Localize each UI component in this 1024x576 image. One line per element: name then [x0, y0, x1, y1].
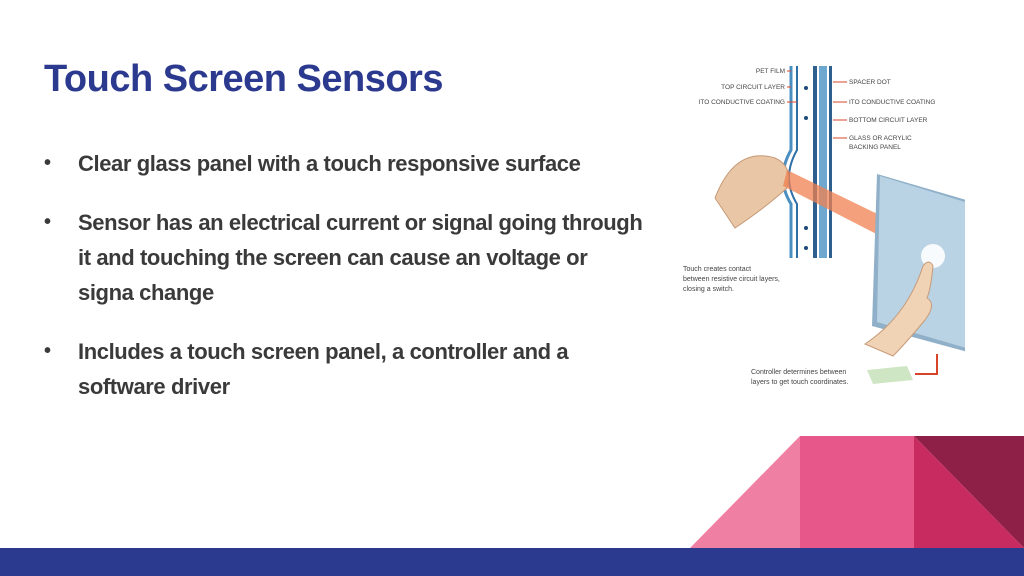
deco-triangle-mid: [914, 436, 1024, 548]
label-touch-3: closing a switch.: [683, 286, 734, 293]
diagram-svg: PET FILM TOP CIRCUIT LAYER ITO CONDUCTIV…: [683, 66, 994, 386]
bullet-text: Sensor has an electrical current or sign…: [78, 210, 643, 305]
touch-screen-diagram: PET FILM TOP CIRCUIT LAYER ITO CONDUCTIV…: [675, 58, 994, 398]
label-touch-1: Touch creates contact: [683, 266, 751, 273]
bullet-dot: •: [44, 340, 51, 362]
finger-shape: [714, 155, 789, 229]
label-pet-film: PET FILM: [756, 68, 785, 75]
label-spacer-dot: SPACER DOT: [849, 79, 891, 86]
label-glass-2: BACKING PANEL: [849, 144, 901, 151]
bullet-dot: •: [44, 152, 51, 174]
layer-stack: [781, 66, 832, 258]
label-bottom-circuit: BOTTOM CIRCUIT LAYER: [849, 117, 928, 124]
controller-shape: [867, 366, 913, 384]
bullet-text: Clear glass panel with a touch responsiv…: [78, 151, 581, 176]
bullet-item: • Sensor has an electrical current or si…: [44, 205, 644, 310]
label-controller-1: Controller determines between: [751, 369, 846, 376]
label-ito-left: ITO CONDUCTIVE COATING: [699, 99, 785, 106]
deco-triangle-magenta: [800, 436, 914, 548]
label-glass-1: GLASS OR ACRYLIC: [849, 135, 912, 142]
slide-title: Touch Screen Sensors: [44, 58, 443, 100]
label-controller-2: layers to get touch coordinates.: [751, 379, 848, 386]
bullet-dot: •: [44, 211, 51, 233]
bullet-item: • Includes a touch screen panel, a contr…: [44, 334, 644, 404]
deco-triangle-pink: [690, 436, 800, 548]
label-touch-2: between resistive circuit layers,: [683, 276, 780, 283]
label-top-circuit: TOP CIRCUIT LAYER: [721, 84, 785, 91]
footer-bar: [0, 548, 1024, 576]
bullet-list: • Clear glass panel with a touch respons…: [44, 146, 644, 428]
hand-shape: [863, 261, 934, 357]
bullet-item: • Clear glass panel with a touch respons…: [44, 146, 644, 181]
label-ito-right: ITO CONDUCTIVE COATING: [849, 99, 935, 106]
decorative-triangles: [690, 436, 1024, 548]
bullet-text: Includes a touch screen panel, a control…: [78, 339, 569, 399]
